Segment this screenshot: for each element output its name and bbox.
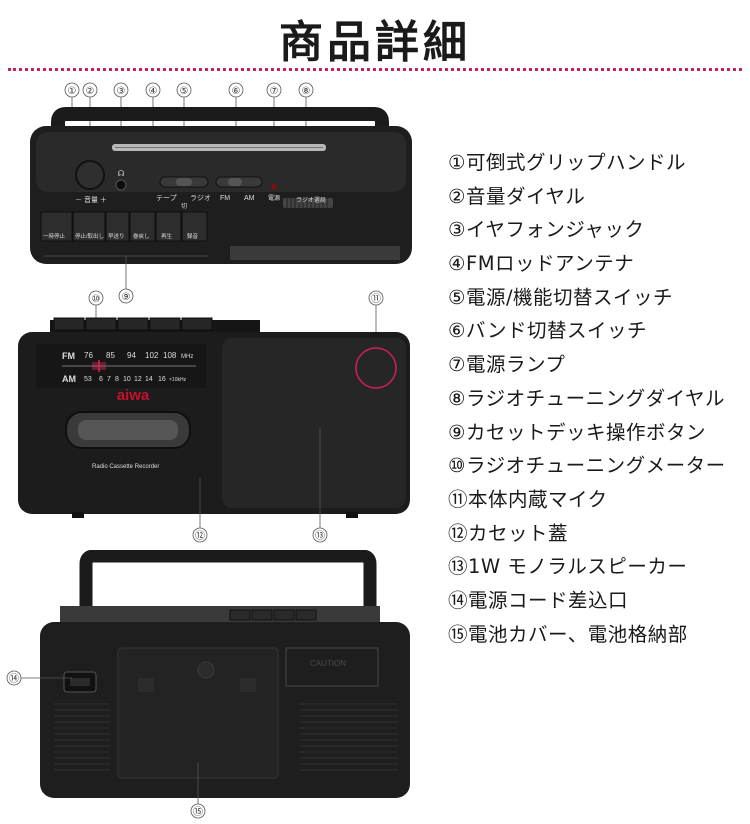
svg-text:108: 108 xyxy=(163,351,177,360)
svg-text:⑬: ⑬ xyxy=(315,530,325,542)
callout-14: ⑭ xyxy=(6,670,72,686)
svg-text:×10kHz: ×10kHz xyxy=(169,377,187,383)
volume-knob xyxy=(75,160,105,190)
title-divider xyxy=(8,68,742,71)
svg-text:6: 6 xyxy=(99,376,103,383)
svg-text:Radio Cassette Recorder: Radio Cassette Recorder xyxy=(92,464,159,470)
svg-text:AM: AM xyxy=(62,374,76,384)
svg-text:一時停止: 一時停止 xyxy=(43,232,66,240)
feature-item: ⑦電源ランプ xyxy=(448,353,566,377)
handle xyxy=(51,107,389,226)
radio-front-view-illustration: ⑩ ⑪ FM 76 85 94 102 108 MHz AM 53 6 7 8 … xyxy=(18,290,410,543)
feature-item: ③イヤフォンジャック xyxy=(448,218,645,242)
svg-text:7: 7 xyxy=(107,376,111,383)
svg-text:切: 切 xyxy=(181,203,187,210)
svg-text:－ 音量 ＋: － 音量 ＋ xyxy=(75,195,107,204)
feature-item: ⑫カセット蓋 xyxy=(448,521,569,545)
cassette-buttons: 一時停止 停止/取出し 早送り 巻戻し 再生 録音 xyxy=(40,211,208,242)
feature-item: ⑪本体内蔵マイク xyxy=(448,487,608,511)
feature-item: ⑬1W モノラルスピーカー xyxy=(448,555,688,579)
svg-text:停止/取出し: 停止/取出し xyxy=(75,232,104,240)
earphone-jack xyxy=(115,179,127,191)
headphone-icon: ☊ xyxy=(117,169,124,178)
feature-item: ⑥バンド切替スイッチ xyxy=(448,319,647,343)
caution-label xyxy=(285,647,379,687)
callout-13: ⑬ xyxy=(312,428,328,543)
feature-item: ①可倒式グリップハンドル xyxy=(448,151,686,174)
feature-item: ④FMロッドアンテナ xyxy=(448,252,635,276)
svg-text:FM: FM xyxy=(220,195,230,202)
svg-text:94: 94 xyxy=(127,351,136,360)
callout-15: ⑮ xyxy=(190,762,206,819)
feature-item: ⑭電源コード差込口 xyxy=(448,588,629,612)
svg-text:8: 8 xyxy=(115,376,119,383)
svg-text:ラジオ選局: ラジオ選局 xyxy=(296,196,326,204)
feature-item: ②音量ダイヤル xyxy=(448,184,586,208)
svg-text:⑤: ⑤ xyxy=(180,86,189,97)
svg-text:③: ③ xyxy=(117,86,126,97)
svg-text:85: 85 xyxy=(106,351,115,360)
svg-text:⑪: ⑪ xyxy=(371,293,381,305)
svg-text:⑦: ⑦ xyxy=(270,86,279,97)
svg-text:AM: AM xyxy=(244,195,255,202)
radio-back-view-illustration: CAUTION ⑭ ⑮ xyxy=(6,550,410,819)
radio-top-view-illustration: ① ② ③ ④ ⑤ ⑥ ⑦ ⑧ － 音 xyxy=(30,82,412,304)
svg-text:⑫: ⑫ xyxy=(195,530,205,542)
feature-item: ⑤電源/機能切替スイッチ xyxy=(448,285,674,309)
vent-left xyxy=(54,703,110,771)
svg-text:⑮: ⑮ xyxy=(193,806,203,818)
svg-text:⑩: ⑩ xyxy=(92,294,101,305)
microphone-highlight xyxy=(355,347,397,389)
svg-text:53: 53 xyxy=(84,376,92,383)
svg-text:再生: 再生 xyxy=(161,232,173,240)
svg-text:12: 12 xyxy=(134,376,142,383)
feature-item: ⑮電池カバー、電池格納部 xyxy=(448,622,688,646)
callout-12: ⑫ xyxy=(192,478,208,543)
svg-text:⑧: ⑧ xyxy=(302,86,311,97)
svg-text:録音: 録音 xyxy=(187,232,199,240)
page-title: 商品詳細 xyxy=(279,17,471,68)
feature-item: ⑩ラジオチューニングメーター xyxy=(448,454,726,478)
handle-back xyxy=(79,550,377,616)
svg-text:14: 14 xyxy=(145,376,153,383)
svg-text:巻戻し: 巻戻し xyxy=(133,232,150,240)
svg-text:⑥: ⑥ xyxy=(232,86,241,97)
svg-text:MHz: MHz xyxy=(181,354,193,360)
callout-9: ⑨ xyxy=(44,255,208,304)
svg-text:FM: FM xyxy=(62,351,75,361)
svg-text:102: 102 xyxy=(145,351,159,360)
svg-text:テープ: テープ xyxy=(156,194,177,202)
vent-right xyxy=(300,703,398,771)
svg-text:早送り: 早送り xyxy=(108,232,125,240)
speaker-grille xyxy=(222,338,406,508)
feature-item: ⑨カセットデッキ操作ボタン xyxy=(448,420,706,444)
feature-list: ①可倒式グリップハンドル ②音量ダイヤル ③イヤフォンジャック ④FMロッドアン… xyxy=(448,146,748,651)
svg-text:ラジオ: ラジオ xyxy=(190,194,211,202)
power-lamp xyxy=(271,184,277,190)
svg-text:76: 76 xyxy=(84,351,93,360)
svg-text:⑨: ⑨ xyxy=(122,292,131,303)
svg-text:②: ② xyxy=(86,86,95,97)
svg-text:①: ① xyxy=(68,86,77,97)
feature-item: ⑧ラジオチューニングダイヤル xyxy=(448,386,726,410)
svg-text:⑭: ⑭ xyxy=(9,673,19,685)
brand-logo: aiwa xyxy=(117,387,150,404)
svg-text:CAUTION: CAUTION xyxy=(310,659,346,668)
svg-text:④: ④ xyxy=(149,86,158,97)
svg-text:16: 16 xyxy=(158,376,166,383)
svg-text:電源: 電源 xyxy=(268,194,280,202)
svg-text:10: 10 xyxy=(123,376,131,383)
